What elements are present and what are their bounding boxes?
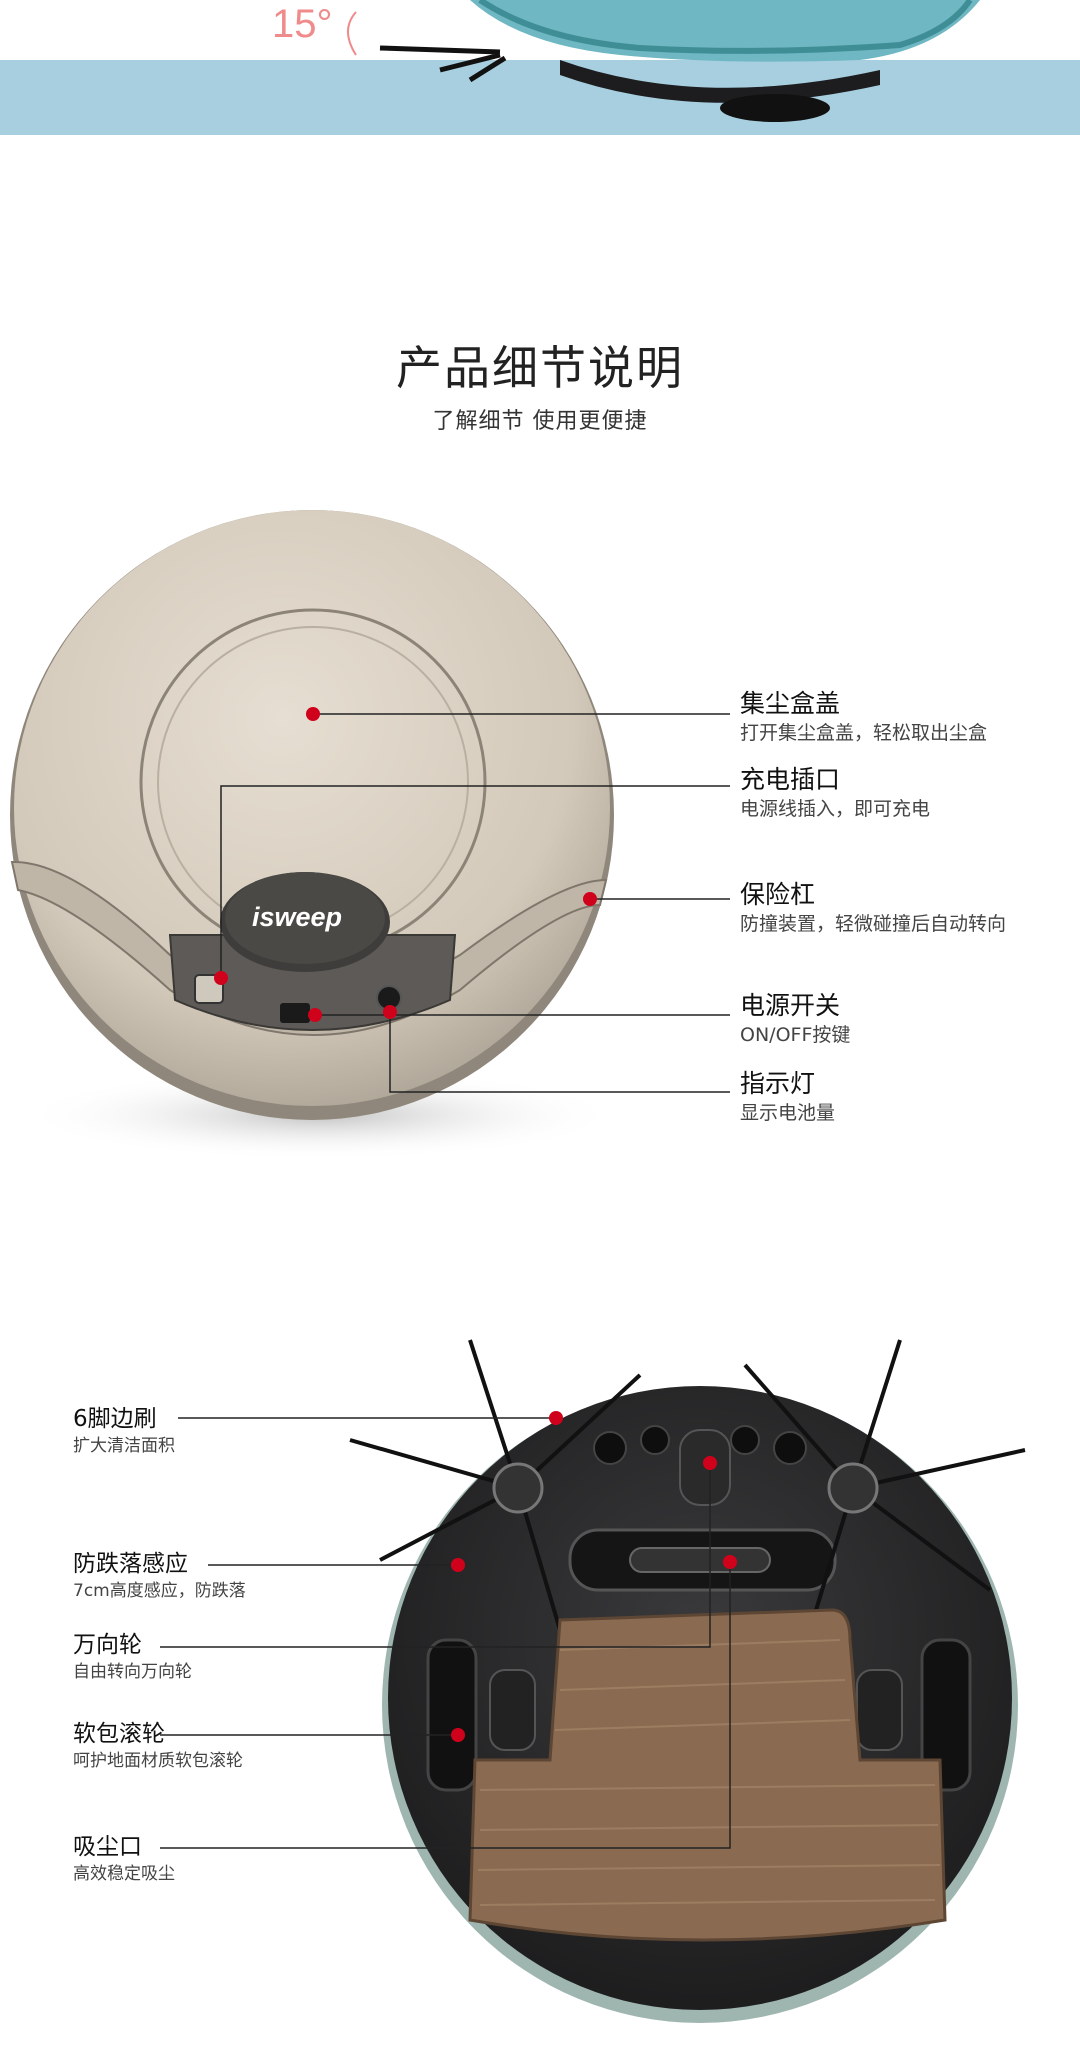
callout-desc: 显示电池量: [740, 1102, 836, 1124]
marker-cliff-sensor: [451, 1558, 465, 1572]
isweep-logo: isweep: [252, 902, 343, 932]
marker-caster-wheel: [703, 1456, 717, 1470]
callout-title: 保险杠: [740, 880, 816, 909]
marker-power-switch: [308, 1008, 322, 1022]
marker-bumper: [583, 892, 597, 906]
hero-angle-label: 15°: [272, 2, 333, 46]
callout-title: 指示灯: [740, 1069, 816, 1098]
callout-charge-port: 充电插口 电源线插入，即可充电: [740, 764, 930, 822]
callout-title: 万向轮: [73, 1632, 142, 1658]
callout-desc: 呵护地面材质软包滚轮: [73, 1751, 243, 1771]
callout-desc: 自由转向万向轮: [73, 1662, 192, 1682]
callout-desc: ON/OFF按键: [740, 1024, 851, 1046]
section-title: 产品细节说明: [396, 341, 684, 395]
callout-cliff-sensor: 防跌落感应 7cm高度感应，防跌落: [73, 1549, 246, 1603]
callout-power-switch: 电源开关 ON/OFF按键: [740, 990, 850, 1048]
callout-title: 防跌落感应: [73, 1551, 188, 1577]
callout-indicator: 指示灯 显示电池量: [740, 1068, 835, 1126]
callout-desc: 7cm高度感应，防跌落: [73, 1581, 246, 1601]
callout-desc: 扩大清洁面积: [73, 1436, 175, 1456]
marker-indicator: [383, 1005, 397, 1019]
callout-title: 集尘盒盖: [740, 689, 841, 718]
marker-dust-cover: [306, 707, 320, 721]
callout-desc: 高效稳定吸尘: [73, 1864, 175, 1884]
callout-soft-wheel: 软包滚轮 呵护地面材质软包滚轮: [73, 1719, 243, 1773]
callout-side-brush: 6脚边刷 扩大清洁面积: [73, 1404, 175, 1458]
callout-title: 6脚边刷: [73, 1406, 157, 1432]
marker-soft-wheel: [451, 1728, 465, 1742]
marker-charge-port: [214, 971, 228, 985]
callout-title: 充电插口: [740, 765, 841, 794]
callout-title: 吸尘口: [73, 1834, 142, 1860]
callout-title: 软包滚轮: [73, 1721, 165, 1747]
mop-pad: [468, 1608, 947, 1942]
callout-desc: 电源线插入，即可充电: [740, 798, 931, 820]
callout-caster-wheel: 万向轮 自由转向万向轮: [73, 1630, 192, 1684]
marker-suction-port: [723, 1555, 737, 1569]
callout-desc: 打开集尘盒盖，轻松取出尘盒: [740, 722, 988, 744]
hero-robot-illustration: [347, 0, 980, 122]
top-callout-lines: [214, 707, 730, 1093]
hero-banner: 15°: [0, 0, 1080, 135]
callout-bumper: 保险杠 防撞装置，轻微碰撞后自动转向: [740, 879, 1006, 937]
top-robot-illustration: [10, 510, 620, 1160]
callout-desc: 防撞装置，轻微碰撞后自动转向: [740, 913, 1007, 935]
callout-dust-cover: 集尘盒盖 打开集尘盒盖，轻松取出尘盒: [740, 688, 987, 746]
section-subtitle: 了解细节 使用更便捷: [432, 409, 648, 434]
callout-suction-port: 吸尘口 高效稳定吸尘: [73, 1832, 175, 1886]
marker-side-brush: [549, 1411, 563, 1425]
callout-title: 电源开关: [740, 991, 841, 1020]
